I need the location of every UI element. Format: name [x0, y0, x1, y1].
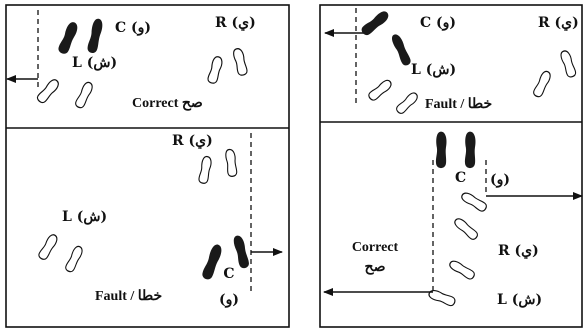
tl-shoe-c-right-dark-icon: [86, 17, 104, 55]
tl-shoe-r-left-icon: [206, 55, 225, 85]
tr-shoe-r-right-icon: [558, 48, 578, 79]
br-shoe-r-bottom-icon: [452, 216, 480, 242]
bl-label-r: R (ي): [172, 133, 213, 149]
tl-shoe-r-right-icon: [231, 46, 249, 77]
br-shoe-r-top-icon: [459, 190, 489, 214]
tl-shoe-l-left-icon: [35, 76, 62, 106]
tl-caption: Correct صح: [132, 96, 203, 111]
br-shoe-c-right-dark-icon: [464, 131, 476, 169]
bl-shoe-l-right-icon: [63, 244, 85, 274]
bl-label-l: L (ش): [62, 209, 108, 225]
bl-shoe-l-left-icon: [36, 232, 60, 262]
bl-label-c-arabic: (و): [218, 292, 240, 308]
br-caption-ar: صح: [364, 260, 386, 275]
tl-label-l: L (ش): [72, 55, 118, 71]
br-label-c: C: [455, 170, 467, 186]
tl-shoe-l-right-icon: [73, 80, 95, 110]
panel-frame-right: [319, 4, 583, 328]
bl-caption: Fault / خطا: [95, 289, 163, 304]
bl-label-c: C: [223, 266, 235, 282]
br-label-l: L (ش): [497, 292, 543, 308]
tr-shoe-l-right-icon: [394, 90, 420, 116]
br-shoe-c-left-dark-icon: [435, 131, 447, 169]
bl-shoe-c-right-dark-icon: [231, 234, 251, 270]
bl-shoe-r-left-icon: [197, 155, 213, 185]
bl-shoe-c-left-dark-icon: [200, 242, 224, 281]
panel-frame-left: [5, 4, 290, 328]
br-label-r: R (ي): [498, 243, 539, 259]
br-caption-en: Correct: [351, 240, 399, 255]
tr-shoe-c2-dark-icon: [389, 32, 413, 67]
tl-label-r: R (ي): [215, 15, 256, 31]
br-label-c-arabic: (و): [490, 172, 511, 188]
tr-shoe-l-left-icon: [366, 77, 394, 103]
tr-shoe-c-dark-icon: [359, 8, 391, 38]
bl-shoe-r-right-icon: [224, 148, 239, 178]
tr-label-c: C (و): [420, 15, 457, 31]
tl-shoe-c-left-dark-icon: [56, 20, 80, 56]
tr-label-l: L (ش): [411, 62, 457, 78]
tr-label-r: R (ي): [538, 15, 579, 31]
tr-caption: Fault / خطا: [425, 97, 493, 112]
tl-label-c: C (و): [115, 20, 152, 36]
br-shoe-l-top-icon: [447, 258, 477, 282]
tr-shoe-r-left-icon: [531, 69, 553, 99]
